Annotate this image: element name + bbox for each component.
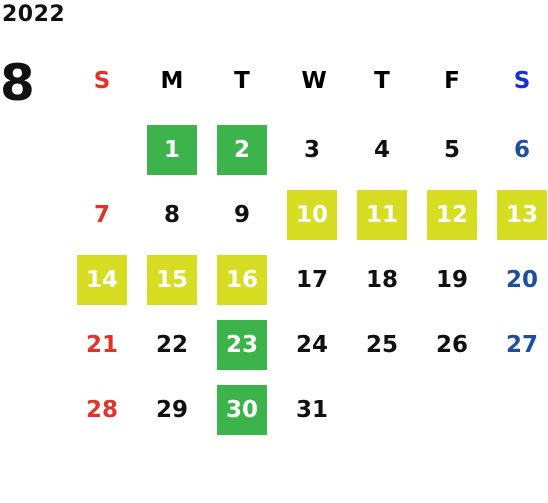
day-cell: 25: [365, 332, 398, 358]
day-cell: 15: [147, 255, 197, 305]
day-cell: 24: [295, 332, 328, 358]
day-cell: 31: [295, 397, 328, 423]
day-cell: 14: [77, 255, 127, 305]
day-cell: 29: [155, 397, 188, 423]
day-cell: 16: [217, 255, 267, 305]
day-cell: 1: [147, 125, 197, 175]
day-cell: 7: [93, 202, 110, 228]
day-cell: 13: [497, 190, 547, 240]
weekday-thu: T: [374, 68, 390, 94]
day-cell: 2: [217, 125, 267, 175]
day-cell: 4: [373, 137, 390, 163]
weekday-wed: W: [301, 68, 327, 94]
year-label: 2022: [2, 2, 66, 27]
day-cell: 11: [357, 190, 407, 240]
day-cell: 9: [233, 202, 250, 228]
day-cell: 23: [217, 320, 267, 370]
day-cell: 21: [85, 332, 118, 358]
day-cell: 19: [435, 267, 468, 293]
weekday-mon: M: [160, 68, 184, 94]
day-cell: 6: [513, 137, 530, 163]
weekday-fri: F: [444, 68, 460, 94]
day-cell: 22: [155, 332, 188, 358]
day-cell: 12: [427, 190, 477, 240]
day-cell: 20: [505, 267, 538, 293]
day-cell: 17: [295, 267, 328, 293]
day-cell: 3: [303, 137, 320, 163]
day-cell: 5: [443, 137, 460, 163]
day-cell: 26: [435, 332, 468, 358]
day-cell: 10: [287, 190, 337, 240]
month-number: 8: [0, 54, 35, 112]
day-cell: 27: [505, 332, 538, 358]
day-cell: 28: [85, 397, 118, 423]
weekday-sun: S: [93, 68, 111, 94]
day-cell: 18: [365, 267, 398, 293]
weekday-tue: T: [234, 68, 250, 94]
day-cell: 30: [217, 385, 267, 435]
day-cell: 8: [163, 202, 180, 228]
weekday-sat: S: [513, 68, 531, 94]
